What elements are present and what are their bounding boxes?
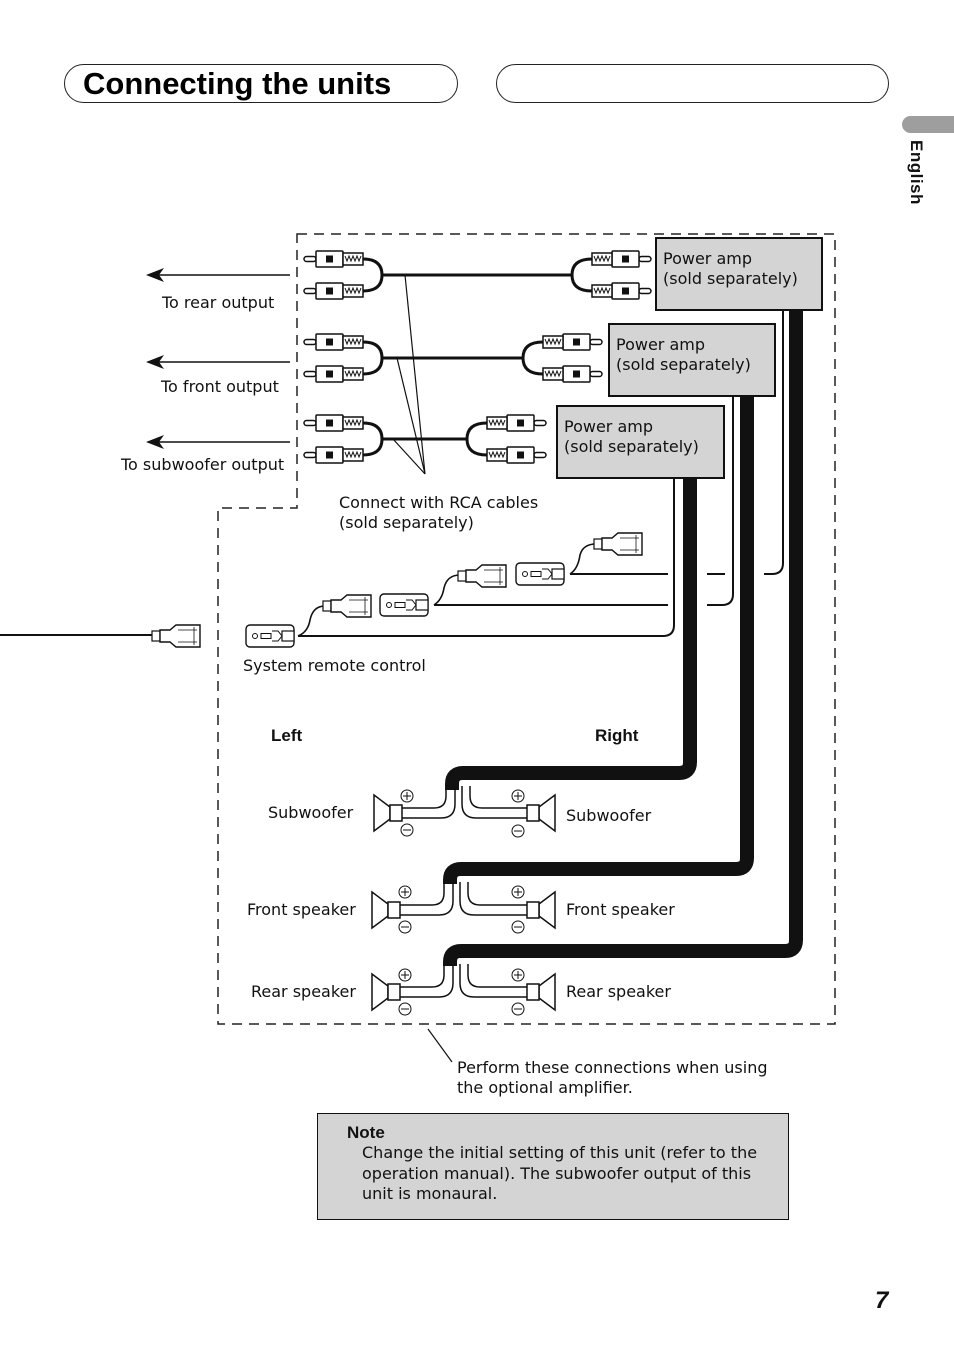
minus-icon xyxy=(511,824,525,838)
plus-icon xyxy=(511,789,525,803)
note-title: Note xyxy=(347,1123,385,1142)
subwoofer-left-speaker xyxy=(373,794,403,832)
label-system-remote: System remote control xyxy=(243,656,426,675)
blank-banner xyxy=(496,64,889,103)
optional-callout-leader xyxy=(427,1028,453,1063)
remote-connector-1 xyxy=(322,594,372,618)
remote-connector-4 xyxy=(515,562,565,586)
label-subwoofer-left: Subwoofer xyxy=(268,803,354,822)
label-right: Right xyxy=(595,726,639,745)
label-front-speaker-left: Front speaker xyxy=(247,900,356,919)
title-banner: Connecting the units xyxy=(64,64,458,103)
minus-icon xyxy=(398,920,412,934)
power-amp-1: Power amp (sold separately) xyxy=(655,237,823,311)
minus-icon xyxy=(400,823,414,837)
rca-plug-pair-amp-2 xyxy=(521,333,603,383)
language-tab-marker xyxy=(902,116,954,133)
remote-wire-left xyxy=(0,624,201,648)
rca-callout-line1: Connect with RCA cables xyxy=(339,493,539,512)
power-amp-label: Power amp xyxy=(564,417,654,436)
speaker-cables xyxy=(443,311,803,966)
power-amp-3: Power amp (sold separately) xyxy=(556,405,725,479)
power-amp-2: Power amp (sold separately) xyxy=(608,323,776,397)
speaker-branch-wires xyxy=(399,786,527,998)
remote-connector-unit xyxy=(245,624,295,648)
optional-callout-line2: the optional amplifier. xyxy=(457,1078,633,1097)
plus-icon xyxy=(398,885,412,899)
label-front-speaker-right: Front speaker xyxy=(566,900,675,919)
arrow-rear-output xyxy=(146,268,290,282)
optional-callout-line1: Perform these connections when using xyxy=(457,1058,768,1077)
plus-icon xyxy=(400,789,414,803)
power-amp-note: (sold separately) xyxy=(616,355,751,374)
polarity-marks xyxy=(398,789,525,1016)
plus-icon xyxy=(511,968,525,982)
remote-connector-2 xyxy=(379,593,429,617)
power-amp-note: (sold separately) xyxy=(663,269,798,288)
label-left: Left xyxy=(271,726,303,745)
front-left-speaker xyxy=(371,891,401,929)
rca-callout-line2: (sold separately) xyxy=(339,513,474,532)
label-rear-output: To rear output xyxy=(162,293,275,312)
note-body: Change the initial setting of this unit … xyxy=(362,1143,758,1203)
label-rear-speaker-left: Rear speaker xyxy=(251,982,356,1001)
plus-icon xyxy=(511,885,525,899)
plus-icon xyxy=(398,968,412,982)
remote-connector-3 xyxy=(457,564,507,588)
optional-area-border xyxy=(217,233,836,1025)
minus-icon xyxy=(398,1002,412,1016)
minus-icon xyxy=(511,920,525,934)
front-right-speaker xyxy=(526,891,556,929)
label-rear-speaker-right: Rear speaker xyxy=(566,982,671,1001)
power-amp-label: Power amp xyxy=(663,249,753,268)
label-front-output: To front output xyxy=(161,377,279,396)
subwoofer-right-speaker xyxy=(526,794,556,832)
rear-right-speaker xyxy=(526,973,556,1011)
rear-left-speaker xyxy=(371,973,401,1011)
page-title: Connecting the units xyxy=(83,66,392,101)
language-label: English xyxy=(907,140,926,205)
power-amp-label: Power amp xyxy=(616,335,706,354)
rca-plug-pair-amp-1 xyxy=(570,250,652,300)
rca-plug-pair-subwoofer xyxy=(303,414,384,464)
arrow-subwoofer-output xyxy=(146,435,290,449)
rca-plug-pair-rear xyxy=(303,250,384,300)
rca-callout-leader xyxy=(392,274,426,475)
label-subwoofer-output: To subwoofer output xyxy=(121,455,285,474)
remote-connector-5 xyxy=(593,532,643,556)
note-box: Note Change the initial setting of this … xyxy=(317,1113,789,1220)
page-number: 7 xyxy=(875,1287,889,1314)
minus-icon xyxy=(511,1002,525,1016)
rca-plug-pair-amp-3 xyxy=(465,414,547,464)
rca-plug-pair-front xyxy=(303,333,384,383)
label-subwoofer-right: Subwoofer xyxy=(566,806,652,825)
arrow-front-output xyxy=(146,355,290,369)
power-amp-note: (sold separately) xyxy=(564,437,699,456)
remote-wires xyxy=(297,311,784,637)
